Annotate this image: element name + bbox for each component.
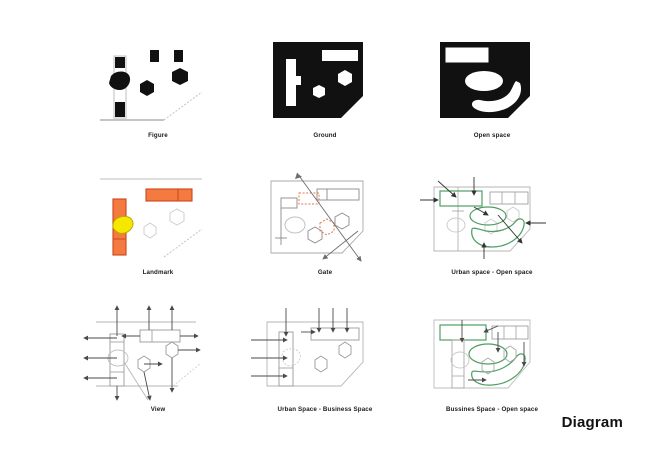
- panel-business-open[interactable]: Bussines Space - Open space: [412, 300, 572, 428]
- ghost-hexagon-2: [169, 208, 185, 226]
- green-rectangle: [439, 324, 487, 341]
- orange-dashed-gate-marker-1: [298, 192, 320, 205]
- panel-figure[interactable]: Figure: [78, 26, 238, 154]
- panel-caption: Ground: [313, 132, 337, 139]
- panel-figure-artwork: [78, 26, 238, 134]
- green-ellipse: [468, 343, 508, 365]
- view-arrow-bottom-2: [143, 371, 152, 401]
- gate-arrow-head-top: [295, 173, 302, 179]
- slab-segment-bottom: [115, 102, 125, 117]
- white-hexagon-small: [313, 85, 325, 98]
- hexagon-outline-2: [334, 212, 350, 230]
- panel-caption: Figure: [148, 132, 168, 139]
- slab-segment-top: [115, 57, 125, 68]
- ghost-ellipse: [446, 217, 466, 233]
- hexagon-outline-large: [503, 345, 517, 363]
- yellow-landmark-blob: [112, 215, 134, 234]
- hexagon-outline-small: [481, 357, 495, 375]
- connector-arrow-to-rect: [483, 325, 499, 333]
- inbound-arrow-diagonal: [497, 214, 523, 244]
- white-vertical-slab: [286, 59, 296, 106]
- panel-caption: Gate: [317, 269, 333, 276]
- panel-caption: Urban space - Open space: [451, 269, 533, 276]
- orange-dashed-gate-marker-2: [319, 218, 335, 236]
- green-curved-loop: [471, 218, 525, 248]
- white-hexagon-large: [338, 70, 352, 86]
- hexagon-outline-1: [307, 226, 323, 244]
- panel-landmark-artwork: [78, 163, 238, 271]
- orange-horizontal-bar: [145, 188, 193, 202]
- panel-caption: Open space: [473, 132, 511, 139]
- panel-caption: View: [150, 406, 166, 413]
- ghost-hexagon-2: [506, 206, 520, 223]
- white-ellipse-void: [465, 71, 503, 91]
- panel-caption: Landmark: [142, 269, 174, 276]
- panel-ground-artwork: [245, 26, 405, 134]
- horizontal-block: [139, 329, 181, 343]
- ghost-ellipse: [450, 351, 470, 369]
- green-rectangle: [439, 190, 483, 207]
- hexagon-outline-large: [338, 341, 352, 359]
- diagonal-edge-line: [163, 228, 203, 258]
- white-crescent-void: [471, 81, 522, 113]
- page-title: Diagram: [561, 414, 623, 431]
- green-curved-loop: [471, 353, 526, 386]
- hexagon-outline-large: [165, 341, 179, 359]
- small-square-block-1: [150, 50, 159, 62]
- panel-ground[interactable]: Ground: [245, 26, 405, 154]
- inbound-arrow-top-left: [437, 180, 457, 198]
- panel-caption: Bussines Space - Open space: [445, 406, 539, 413]
- panel-view[interactable]: View: [78, 300, 238, 428]
- building-block-top: [316, 188, 360, 201]
- ellipse-outline: [284, 216, 306, 234]
- white-rectangle-void: [445, 47, 489, 63]
- panel-urban-business-artwork: [245, 300, 405, 408]
- hexagon-outline-small: [314, 355, 328, 373]
- panel-urban-open[interactable]: Urban space - Open space: [412, 163, 572, 291]
- diagonal-edge-line: [163, 91, 203, 121]
- small-square-block-2: [174, 50, 183, 62]
- panel-business-open-artwork: [412, 300, 572, 408]
- white-horizontal-bar: [322, 50, 358, 61]
- green-ellipse: [469, 206, 507, 226]
- ghost-hexagon-1: [484, 218, 498, 235]
- panel-caption: Urban Space - Business Space: [277, 406, 373, 413]
- hexagon-block-large: [172, 68, 188, 85]
- gate-arrow-diagonal-2: [322, 230, 359, 260]
- hexagon-block-small: [140, 80, 154, 96]
- vertical-slab: [451, 339, 465, 389]
- gate-arrow-diagonal-1: [296, 172, 362, 262]
- hexagon-outline-small: [137, 355, 151, 373]
- panel-landmark[interactable]: Landmark: [78, 163, 238, 291]
- site-outline: [433, 319, 531, 389]
- gray-block-row: [491, 325, 529, 340]
- view-sightline: [123, 361, 149, 401]
- site-outline: [270, 180, 364, 254]
- panel-view-artwork: [78, 300, 238, 408]
- panel-urban-business[interactable]: Urban Space - Business Space: [245, 300, 405, 428]
- blob-shape: [109, 71, 131, 91]
- panel-open-space-artwork: [412, 26, 572, 134]
- panel-urban-open-artwork: [412, 163, 572, 271]
- panel-open-space[interactable]: Open space: [412, 26, 572, 154]
- gray-block-row: [489, 191, 529, 205]
- diagram-grid: Figure Ground: [78, 26, 572, 426]
- panel-gate[interactable]: Gate: [245, 163, 405, 291]
- inbound-arrow-to-ellipse: [473, 206, 489, 216]
- ghost-blob: [281, 348, 301, 367]
- panel-gate-artwork: [245, 163, 405, 271]
- building-block-left: [280, 197, 298, 209]
- horizontal-block: [310, 327, 360, 341]
- white-slab-notch: [296, 76, 301, 85]
- diagonal-edge-line: [172, 363, 201, 387]
- ghost-hexagon-1: [143, 222, 157, 239]
